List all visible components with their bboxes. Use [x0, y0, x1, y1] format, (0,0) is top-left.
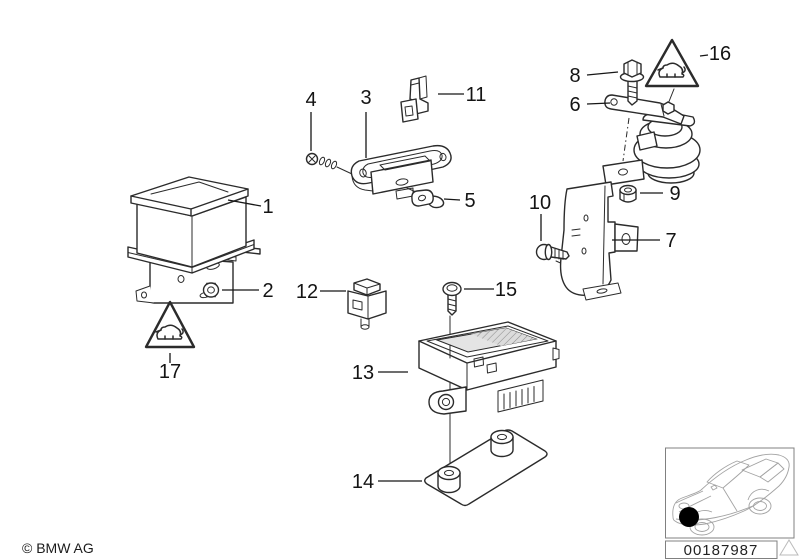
callout-labels: 1 2 3 4 5 6 7 8 9 10 11 12 13 14 15 16 1… — [159, 43, 731, 493]
part-3-sensor-bracket — [350, 144, 452, 200]
callout-7[interactable]: 7 — [665, 230, 676, 252]
part-location-marker — [679, 507, 699, 527]
car-location-thumbnail — [665, 447, 795, 539]
callout-11[interactable]: 11 — [466, 84, 487, 106]
part-17-warning-sticker — [144, 300, 196, 349]
part-12-switch — [347, 278, 387, 330]
part-9-nut — [619, 184, 637, 203]
callout-13[interactable]: 13 — [352, 362, 374, 384]
callout-4[interactable]: 4 — [305, 89, 316, 111]
callout-1[interactable]: 1 — [262, 196, 273, 218]
callout-16[interactable]: 16 — [709, 43, 731, 65]
horn-bolt — [662, 101, 675, 115]
part-8-screw — [619, 59, 645, 106]
part-10-screw — [535, 243, 570, 261]
part-1-alarm-unit — [127, 176, 261, 304]
part-15-screw — [442, 281, 462, 316]
part-16-warning-sticker — [644, 38, 700, 88]
callout-8[interactable]: 8 — [569, 65, 580, 87]
part-4-screw-spring — [305, 152, 338, 170]
leader-lines — [169, 54, 709, 482]
part-number-label: 00187987 — [684, 542, 759, 559]
callout-15[interactable]: 15 — [495, 279, 517, 301]
part-2-nut — [202, 282, 220, 298]
part-7-horn-bracket — [559, 159, 645, 301]
callout-2[interactable]: 2 — [262, 280, 273, 302]
copyright-label: © BMW AG — [22, 540, 94, 556]
callout-3[interactable]: 3 — [360, 87, 371, 109]
callout-6[interactable]: 6 — [569, 94, 580, 116]
corner-triangle-icon — [779, 539, 799, 556]
part-number-plate: 00187987 — [665, 540, 778, 559]
part-5-clip — [411, 189, 445, 209]
part-6-bracket-strip — [604, 94, 685, 125]
callout-9[interactable]: 9 — [669, 183, 680, 205]
part-11-clip — [400, 75, 429, 123]
part-13-control-module — [418, 321, 560, 415]
car-icon — [672, 453, 790, 536]
part-14-mounting-plate — [424, 429, 548, 507]
callout-14[interactable]: 14 — [352, 471, 374, 493]
callout-17[interactable]: 17 — [159, 361, 181, 383]
callout-12[interactable]: 12 — [296, 281, 318, 303]
callout-5[interactable]: 5 — [464, 190, 475, 212]
callout-10[interactable]: 10 — [529, 192, 551, 214]
